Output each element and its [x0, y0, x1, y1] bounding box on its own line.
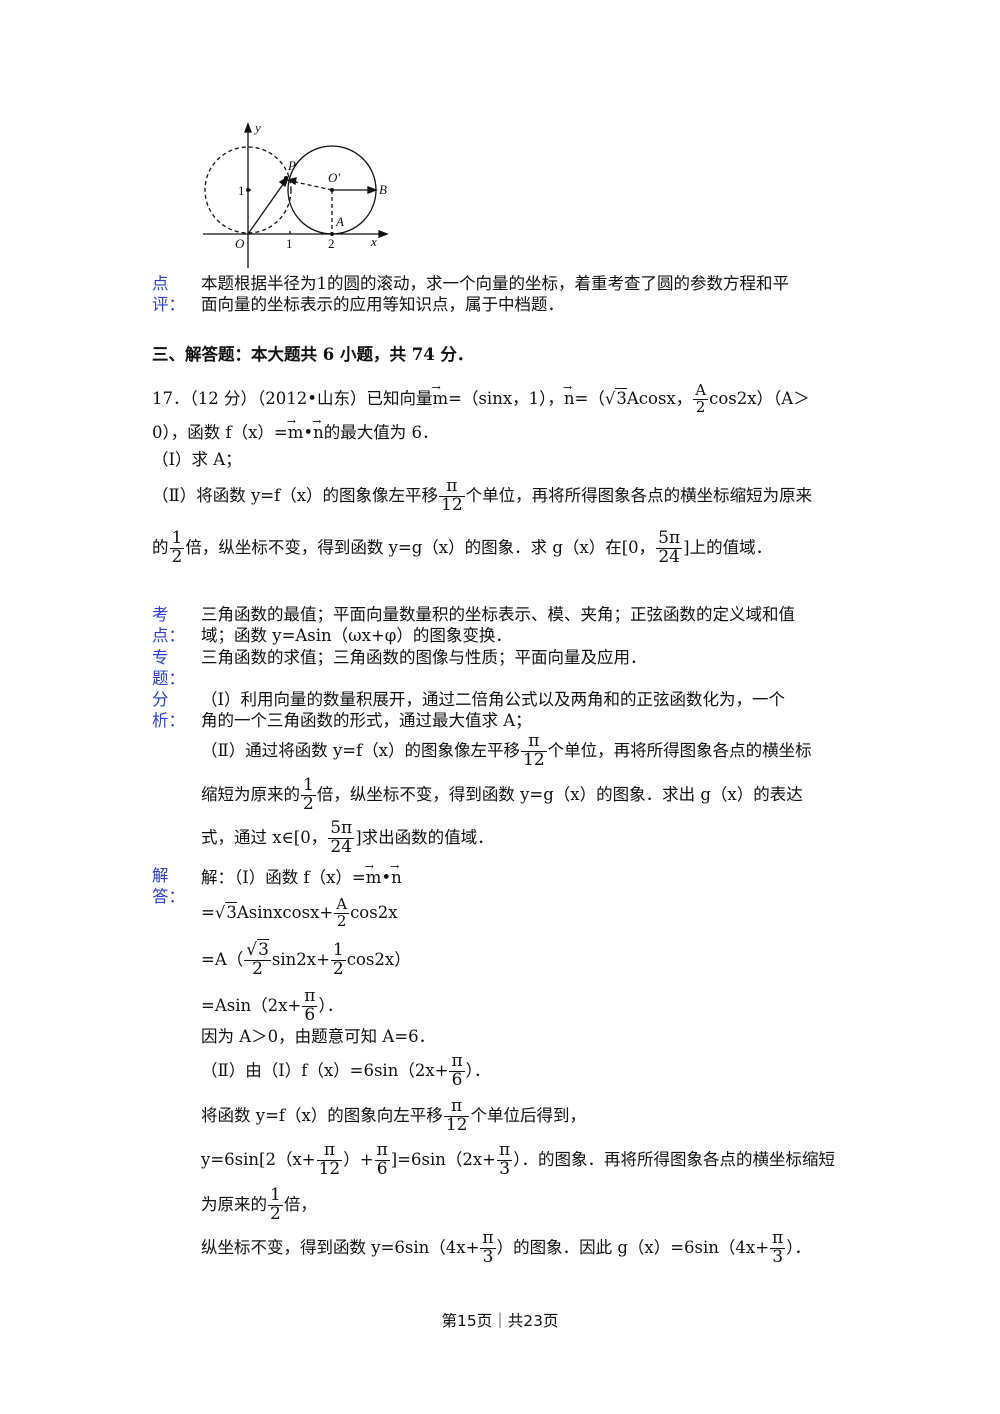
- kaodian-tag-1: 考: [152, 605, 169, 624]
- cos2x-text: cos2x）（A＞: [709, 388, 810, 408]
- label-y-1: 1: [238, 183, 245, 198]
- fenxi-line-2: 角的一个三角函数的形式，通过最大值求 A；: [201, 711, 532, 730]
- dashed-circle: [204, 146, 292, 234]
- kaodian-line-1: 三角函数的最值；平面向量数量积的坐标表示、模、夹角；正弦函数的定义域和值: [201, 605, 795, 624]
- label-B: B: [379, 182, 387, 197]
- label-O-prime: O′: [328, 170, 340, 185]
- section-heading: 三、解答题：本大题共 6 小题，共 74 分．: [152, 345, 474, 364]
- comment-tag-1: 点: [152, 274, 169, 293]
- label-A: A: [335, 214, 344, 229]
- jieda-line-1: 解：（Ⅰ）函数 f（x）=m•n: [201, 857, 402, 888]
- fenxi-tag-2: 析：: [152, 711, 185, 730]
- vector-m-2: m: [287, 412, 304, 443]
- zhuanti-tag-1: 专: [152, 648, 169, 667]
- comment-line-1: 本题根据半径为1的圆的滚动，求一个向量的坐标，着重考查了圆的参数方程和平: [201, 274, 789, 293]
- label-x-1: 1: [286, 236, 293, 251]
- rolling-circle-figure: y x P O′ B A O 1 1 2: [203, 120, 389, 268]
- page-footer: 第15页｜共23页: [441, 1312, 559, 1330]
- vector-n-2: n: [312, 412, 324, 443]
- vector-OP: [247, 179, 287, 235]
- vector-n: n: [563, 378, 575, 409]
- vector-m: m: [431, 378, 448, 409]
- problem-head: 17．（12 分）（2012•山东）已知向量: [152, 388, 433, 408]
- jieda-tag-2: 答：: [152, 887, 185, 906]
- kaodian-tag-2: 点：: [152, 626, 185, 645]
- vector-n-eq: =（: [574, 388, 605, 408]
- zhuanti-tag-2: 题：: [152, 669, 185, 688]
- label-x-2: 2: [328, 236, 335, 251]
- problem-line-1: 17．（12 分）（2012•山东）已知向量m=（sinx，1），n=（√3Ac…: [152, 378, 810, 416]
- comment-tag-2: 评：: [152, 295, 185, 314]
- sqrt-3: 3: [615, 387, 627, 408]
- label-P: P: [287, 158, 296, 173]
- vector-m-eq: =（sinx，1），: [448, 388, 564, 408]
- fenxi-tag-1: 分: [152, 690, 169, 709]
- comment-line-2: 面向量的坐标表示的应用等知识点，属于中档题．: [201, 295, 564, 314]
- fenxi-line-1: （Ⅰ）利用向量的数量积展开，通过二倍角公式以及两角和的正弦函数化为，一个: [201, 690, 786, 709]
- label-x: x: [370, 234, 377, 249]
- jieda-line-5: 因为 A＞0，由题意可知 A=6．: [201, 1027, 436, 1046]
- acosx: Acosx，: [626, 388, 693, 408]
- problem-part-1: （Ⅰ）求 A；: [152, 450, 242, 469]
- jieda-tag-1: 解: [152, 866, 169, 885]
- label-O: O: [235, 236, 245, 251]
- zhuanti-line-1: 三角函数的求值；三角函数的图像与性质；平面向量及应用．: [201, 648, 647, 667]
- kaodian-line-2: 域；函数 y=Asin（ωx+φ）的图象变换．: [201, 626, 512, 645]
- label-y: y: [253, 120, 261, 135]
- problem-line-2: 0），函数 f（x）=m•n的最大值为 6．: [152, 412, 439, 443]
- O-prime-to-P: [290, 180, 333, 191]
